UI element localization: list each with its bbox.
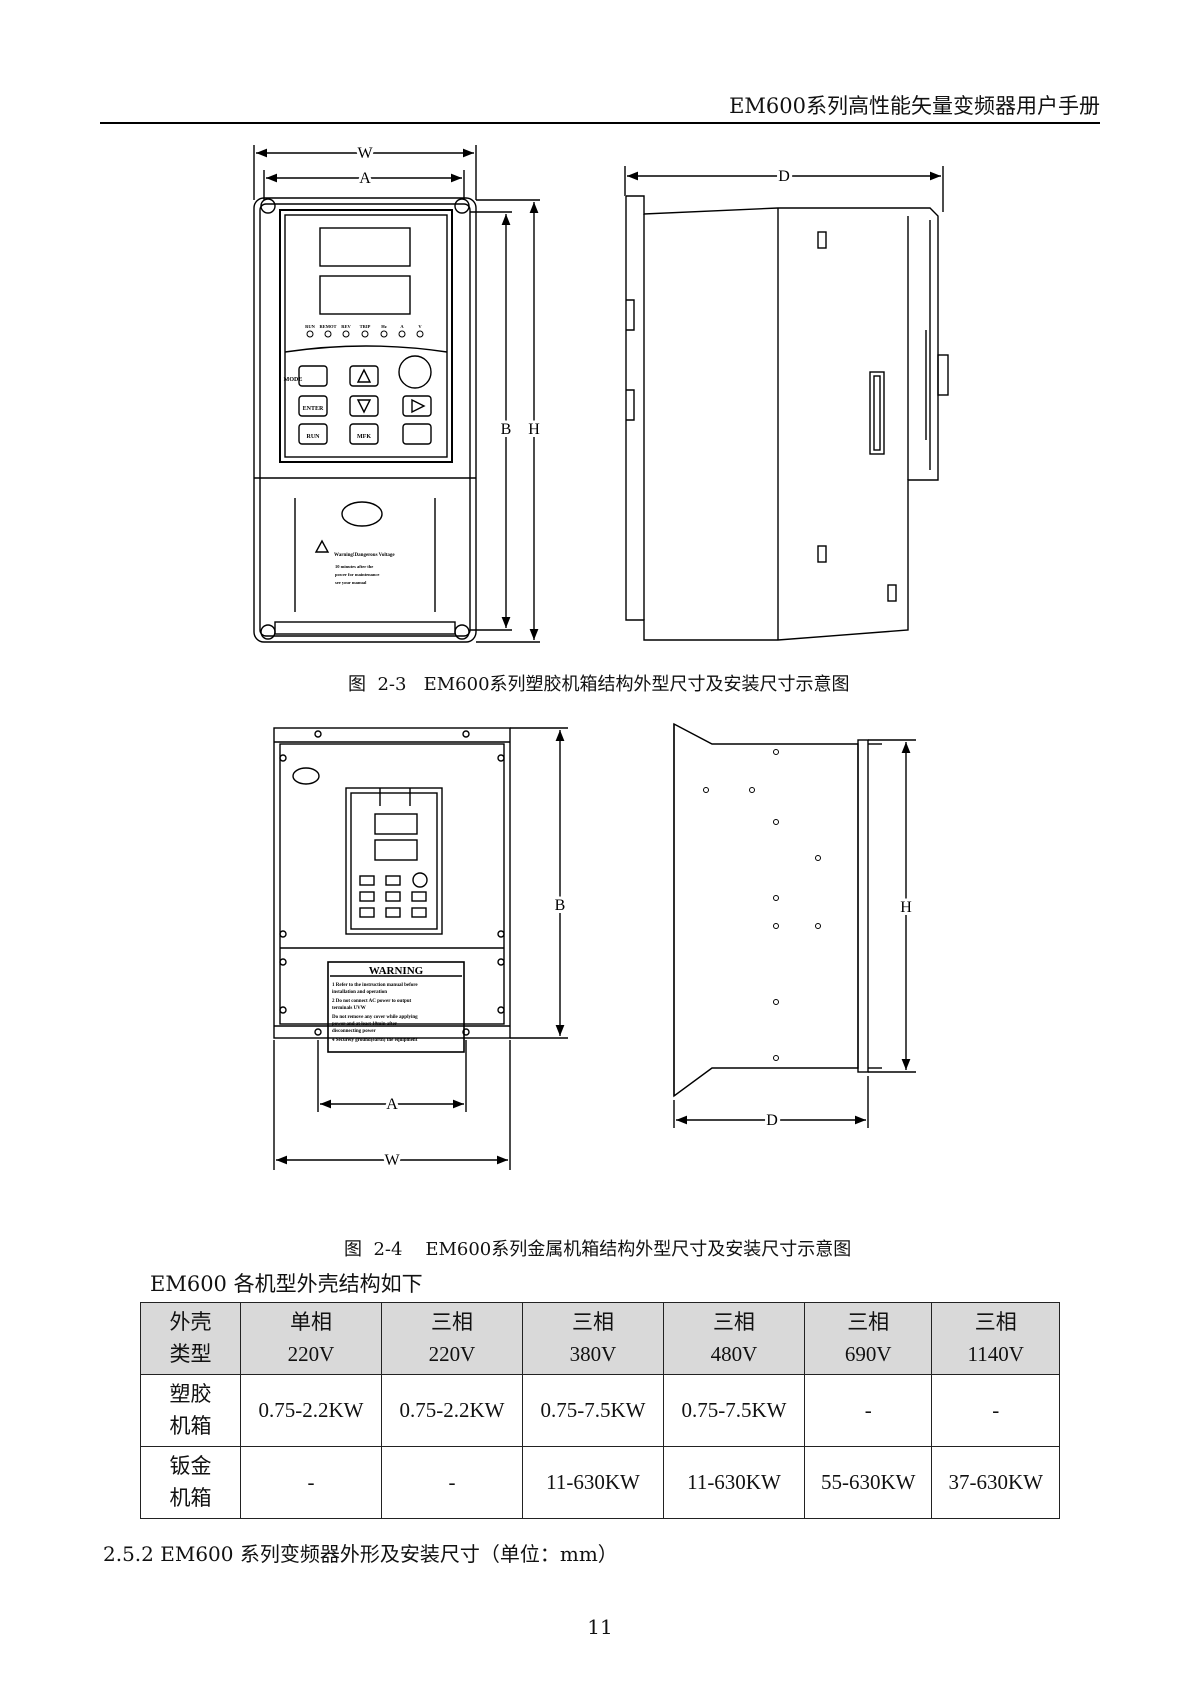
table-cell: 0.75-7.5KW bbox=[662, 1374, 805, 1447]
warning-line-1: 10 minutes after the bbox=[335, 564, 373, 569]
key-mode: MODE bbox=[284, 377, 303, 383]
metal-warning-line-5: Do not remove any cover while applying bbox=[332, 1015, 418, 1020]
metal-warning-line-6: power and at least 10min after bbox=[332, 1022, 398, 1027]
dim-b2-label: B bbox=[555, 897, 566, 914]
led-a: A bbox=[400, 324, 404, 329]
warning-line-3: see your manual bbox=[335, 580, 367, 585]
key-run: RUN bbox=[307, 434, 321, 440]
row-header: 塑胶机箱 bbox=[140, 1374, 241, 1447]
table-cell: - bbox=[240, 1446, 382, 1519]
metal-warning-title: WARNING bbox=[369, 965, 424, 977]
led-run: RUN bbox=[305, 324, 315, 329]
dim-h2-label: H bbox=[900, 899, 912, 916]
dim-d2-label: D bbox=[766, 1112, 778, 1129]
warning-line-2: power for maintenance bbox=[335, 572, 379, 577]
metal-warning-line-7: disconnecting power bbox=[332, 1029, 377, 1034]
table-cell: - bbox=[931, 1374, 1060, 1447]
metal-warning-line-3: 2 Do not connect AC power to output bbox=[332, 999, 412, 1004]
metal-warning-line-1: 1 Refer to the instruction manual before bbox=[332, 983, 418, 988]
table-cell: 11-630KW bbox=[662, 1446, 805, 1519]
section-heading: 2.5.2 EM600 系列变频器外形及安装尺寸（单位：mm） bbox=[103, 1542, 618, 1566]
table-cell: - bbox=[803, 1374, 933, 1447]
dim-b-label: B bbox=[501, 421, 512, 438]
led-trip: TRIP bbox=[360, 324, 371, 329]
table-row: 塑胶机箱 0.75-2.2KW 0.75-2.2KW 0.75-7.5KW 0.… bbox=[140, 1374, 1060, 1447]
warning-label: Warning!Dangerous Voltage bbox=[334, 553, 395, 558]
table-cell: 55-630KW bbox=[803, 1446, 933, 1519]
figure1-caption: 图 2-3 EM600系列塑胶机箱结构外型尺寸及安装尺寸示意图 bbox=[348, 674, 850, 695]
figure-metal-housing: WARNING 1 Refer to the instruction manua… bbox=[273, 722, 916, 1172]
figure-plastic-housing: MODE ENTER RUN MFK RUN REMOT REV TRIP Hz… bbox=[253, 142, 949, 643]
table-cell: 0.75-7.5KW bbox=[521, 1374, 664, 1447]
header-rule bbox=[100, 122, 1100, 124]
led-rev: REV bbox=[341, 324, 351, 329]
dim-a-label: A bbox=[359, 170, 371, 187]
metal-warning-line-8: 4 Securely ground(earth) the equipment bbox=[332, 1038, 418, 1043]
table-corner-cell: 外壳 类型 bbox=[140, 1302, 241, 1375]
dim-a2-label: A bbox=[386, 1096, 398, 1113]
led-hz: Hz bbox=[381, 324, 387, 329]
dim-w2-label: W bbox=[384, 1152, 400, 1169]
dim-d-label: D bbox=[778, 168, 790, 185]
key-enter: ENTER bbox=[303, 406, 324, 412]
page-number: 11 bbox=[587, 1615, 613, 1639]
key-mfk: MFK bbox=[357, 434, 371, 440]
figure2-caption: 图 2-4 EM600系列金属机箱结构外型尺寸及安装尺寸示意图 bbox=[344, 1239, 852, 1260]
led-remot: REMOT bbox=[319, 324, 336, 329]
dim-h-label: H bbox=[528, 421, 540, 438]
dim-w-label: W bbox=[357, 145, 373, 162]
header-title: EM600系列高性能矢量变频器用户手册 bbox=[729, 94, 1100, 118]
led-v: V bbox=[418, 324, 422, 329]
table-cell: 0.75-2.2KW bbox=[380, 1374, 523, 1447]
table-cell: - bbox=[380, 1446, 523, 1519]
row-header: 钣金机箱 bbox=[140, 1446, 241, 1519]
intro-text: EM600 各机型外壳结构如下 bbox=[150, 1272, 423, 1296]
metal-warning-line-4: terminals UVW bbox=[332, 1006, 366, 1011]
table-cell: 0.75-2.2KW bbox=[240, 1374, 382, 1447]
table-cell: 11-630KW bbox=[521, 1446, 664, 1519]
table-cell: 37-630KW bbox=[931, 1446, 1060, 1519]
table-row: 钣金机箱 - - 11-630KW 11-630KW 55-630KW 37-6… bbox=[140, 1446, 1060, 1519]
metal-warning-line-2: installation and operation bbox=[332, 990, 387, 995]
